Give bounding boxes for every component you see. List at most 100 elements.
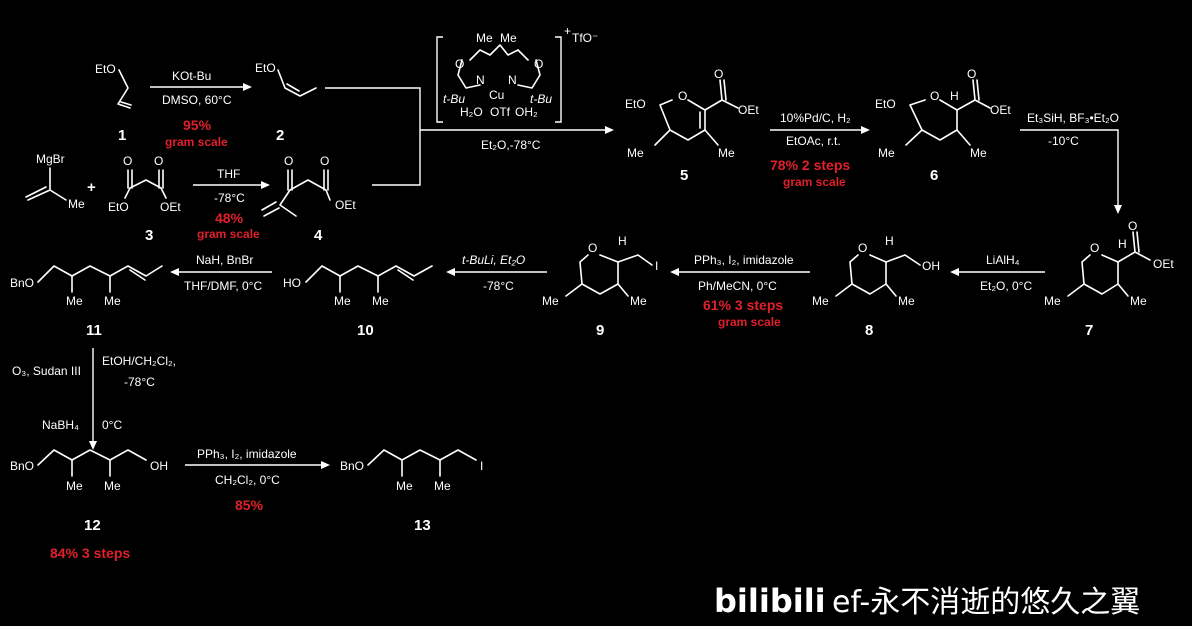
bond — [565, 283, 583, 297]
bond — [277, 69, 317, 97]
watermark-text: ef-永不消逝的悠久之翼 — [832, 585, 1140, 620]
conditions: EtOH/CH₂Cl₂, — [102, 354, 176, 368]
bond — [885, 254, 921, 266]
me-label: Me — [372, 294, 389, 308]
ester — [704, 79, 739, 111]
bond — [124, 187, 167, 199]
reagent: 10%Pd/C, H₂ — [780, 111, 851, 125]
o-label: O — [1090, 241, 1099, 255]
h-label: H — [950, 89, 959, 103]
oet-label: OEt — [335, 198, 356, 212]
reaction-arrow-3: Et₂O,-78°C — [420, 126, 614, 152]
h2o-label: H₂O — [460, 105, 483, 119]
reagent: LiAlH₄ — [986, 253, 1020, 267]
reagent: NaH, BnBr — [196, 253, 253, 267]
conditions: -78°C — [214, 191, 245, 205]
bond — [323, 169, 329, 191]
convergence-line — [325, 87, 421, 186]
tbu-label: t-Bu — [443, 92, 465, 106]
bond — [835, 283, 853, 297]
bond — [25, 186, 51, 201]
oxazoline-rings — [457, 59, 541, 89]
bno-label: BnO — [10, 459, 34, 473]
conditions: DMSO, 60°C — [162, 93, 232, 107]
o-label: O — [967, 67, 976, 81]
scale-note: gram scale — [718, 315, 781, 329]
chain — [367, 449, 477, 466]
reaction-arrow-9: NaH, BnBr THF/DMF, 0°C — [170, 253, 272, 293]
bond — [127, 169, 133, 189]
compound-5: EtO O O OEt Me Me 5 — [625, 67, 759, 184]
otf-label: OTf — [490, 105, 511, 119]
eto-label: EtO — [108, 200, 129, 214]
me-label: Me — [396, 479, 413, 493]
et-group: OEt — [1153, 257, 1174, 271]
compound-10: HO Me Me 10 — [283, 265, 433, 339]
compound-5-label: 5 — [680, 167, 688, 184]
conditions: -78°C — [124, 375, 155, 389]
yield: 61% 3 steps — [703, 297, 783, 313]
eto-label: EtO — [95, 62, 116, 76]
me-label: Me — [718, 146, 735, 160]
n-label: N — [476, 73, 485, 87]
i-label: I — [655, 259, 658, 273]
bond — [401, 459, 441, 477]
yield: 84% 3 steps — [50, 545, 130, 561]
bond — [654, 129, 671, 146]
bond — [120, 101, 132, 106]
conditions: THF/DMF, 0°C — [184, 279, 262, 293]
oh-label: OH — [922, 259, 940, 273]
bond — [704, 129, 719, 146]
h-label: H — [1118, 237, 1127, 251]
reaction-arrow-7: PPh₃, I₂, imidazole Ph/MeCN, 0°C 61% 3 s… — [670, 253, 810, 329]
compound-13-label: 13 — [414, 517, 431, 534]
bond — [286, 83, 300, 92]
bond — [49, 167, 67, 201]
reaction-arrow-11: PPh₃, I₂, imidazole CH₂Cl₂, 0°C 85% — [185, 447, 330, 513]
reagent: PPh₃, I₂, imidazole — [197, 447, 297, 461]
reaction-arrow-10: O₃, Sudan III EtOH/CH₂Cl₂, -78°C NaBH₄ 0… — [12, 348, 176, 450]
bno-label: BnO — [10, 276, 34, 290]
me-label: Me — [68, 197, 85, 211]
compound-8-label: 8 — [865, 322, 873, 339]
bond — [339, 275, 379, 293]
conditions: 0°C — [102, 418, 122, 432]
counterion: TfO⁻ — [572, 31, 598, 45]
yield: 48% — [215, 210, 244, 226]
me-label: Me — [66, 479, 83, 493]
me-label: Me — [1044, 294, 1061, 308]
conditions: CH₂Cl₂, 0°C — [215, 473, 280, 487]
conditions: -10°C — [1048, 134, 1079, 148]
bond — [71, 275, 111, 293]
mgbr-label: MgBr — [36, 152, 65, 166]
eto-label: EtO — [625, 97, 646, 111]
chain — [37, 265, 163, 283]
bond — [289, 179, 331, 201]
reagent: O₃, Sudan III — [12, 364, 81, 378]
compound-4: O O OEt 4 — [261, 154, 356, 244]
bno-label: BnO — [340, 459, 364, 473]
reaction-arrow-6: LiAlH₄ Et₂O, 0°C — [950, 253, 1045, 293]
bond — [1117, 283, 1129, 297]
compound-6-label: 6 — [930, 167, 938, 184]
bond — [617, 283, 629, 297]
me-label: Me — [898, 294, 915, 308]
compound-9: O H I Me Me 9 — [542, 234, 658, 339]
reaction-arrow-4: 10%Pd/C, H₂ EtOAc, r.t. 78% 2 steps gram… — [770, 111, 870, 189]
h-label: H — [885, 234, 894, 248]
chain — [37, 449, 147, 466]
ho-label: HO — [283, 276, 301, 290]
cu-box-catalyst: + TfO⁻ O O N N Me Me Cu t-Bu t-Bu H₂O OT… — [436, 24, 598, 123]
oh2-label: OH₂ — [515, 105, 538, 119]
me-label: Me — [878, 146, 895, 160]
reaction-arrow-8: t-BuLi, Et₂O -78°C — [446, 253, 547, 293]
o-label: O — [455, 57, 464, 71]
n-label: N — [508, 73, 517, 87]
me-label: Me — [1130, 294, 1147, 308]
compound-11: BnO Me Me 11 — [10, 265, 163, 339]
o-label: O — [123, 154, 132, 168]
o-label: O — [588, 241, 597, 255]
eto-label: EtO — [255, 61, 276, 75]
scale-note: gram scale — [165, 135, 228, 149]
o-label: O — [1128, 219, 1137, 233]
